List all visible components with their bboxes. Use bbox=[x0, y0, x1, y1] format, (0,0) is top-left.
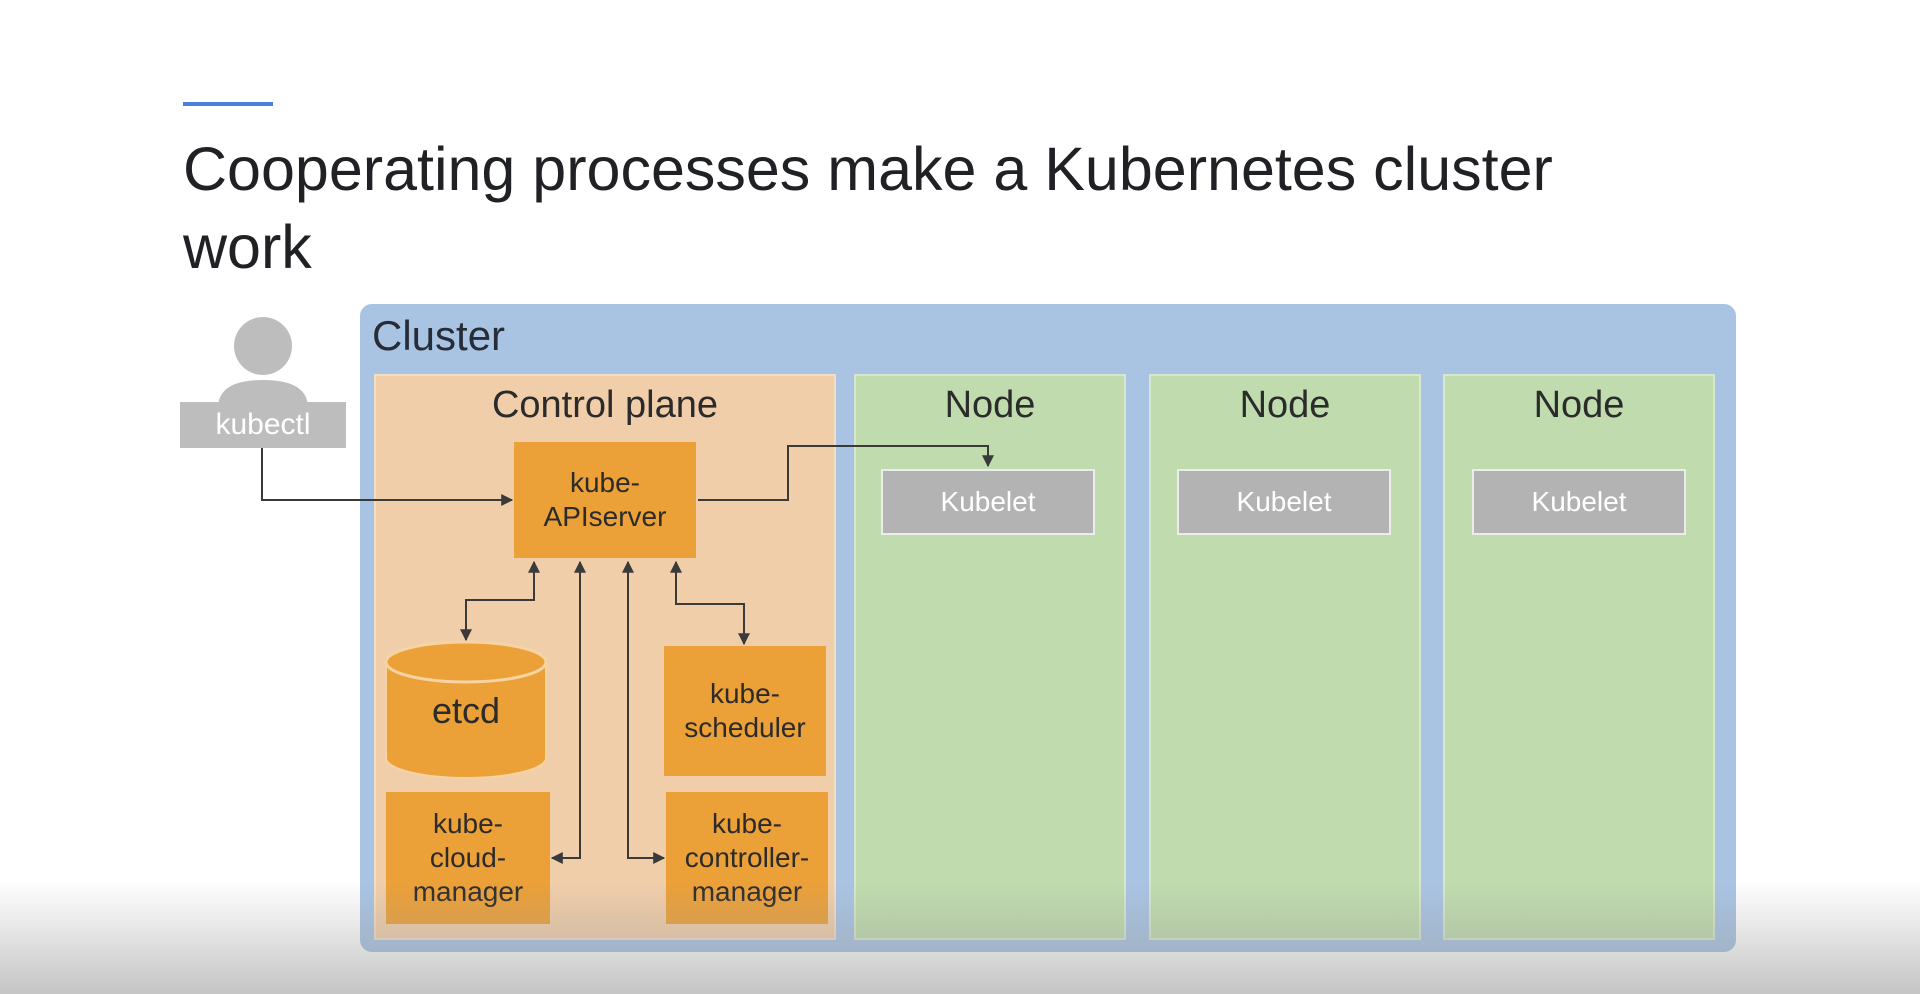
kubelet-box-3: Kubelet bbox=[1472, 469, 1686, 535]
node-panel-1 bbox=[854, 374, 1126, 940]
kubectl-label: kubectl bbox=[180, 402, 346, 448]
node-label-3: Node bbox=[1533, 384, 1625, 426]
kube-controller-manager-box: kube- controller- manager bbox=[666, 792, 828, 924]
etcd-label: etcd bbox=[431, 690, 501, 731]
kube-scheduler-box: kube- scheduler bbox=[664, 646, 826, 776]
kube-cloud-manager-box: kube- cloud- manager bbox=[386, 792, 550, 924]
etcd-database-icon bbox=[384, 640, 548, 779]
title-accent-rule bbox=[183, 102, 273, 106]
node-panel-3 bbox=[1443, 374, 1715, 940]
person-icon bbox=[218, 317, 308, 408]
node-label-2: Node bbox=[1239, 384, 1331, 426]
kubelet-box-2: Kubelet bbox=[1177, 469, 1391, 535]
node-label-1: Node bbox=[944, 384, 1036, 426]
node-panel-2 bbox=[1149, 374, 1421, 940]
kubelet-box-1: Kubelet bbox=[881, 469, 1095, 535]
slide-title: Cooperating processes make a Kubernetes … bbox=[183, 135, 1553, 281]
cluster-label: Cluster bbox=[372, 312, 506, 359]
kube-apiserver-box: kube- APIserver bbox=[514, 442, 696, 558]
control-plane-label: Control plane bbox=[491, 384, 719, 426]
